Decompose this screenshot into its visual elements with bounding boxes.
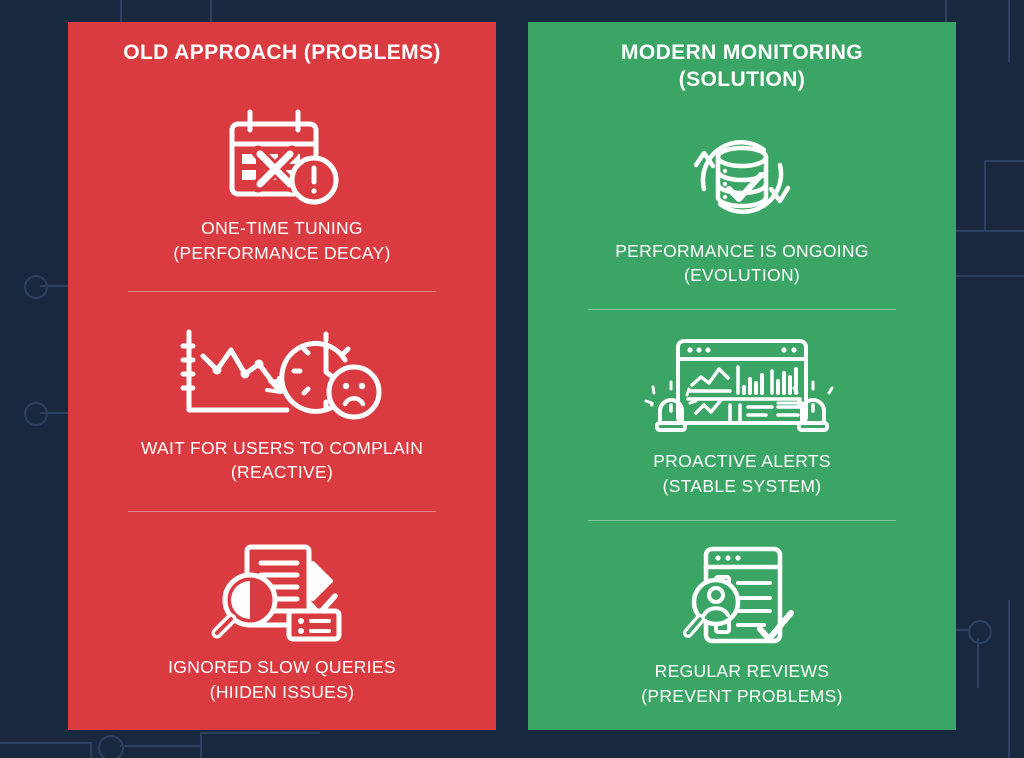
report-person-magnifier-check-icon — [682, 541, 802, 653]
list-item-headline: REGULAR REVIEWS — [654, 661, 830, 682]
panel-old-approach: OLD APPROACH (PROBLEMS) — [68, 22, 496, 730]
list-item-label: ONE-TIME TUNING (PERFORMANCE DECAY) — [173, 216, 390, 266]
list-item-label: PERFORMANCE IS ONGOING (EVOLUTION) — [615, 239, 869, 289]
divider — [588, 519, 896, 521]
list-item-headline: WAIT FOR USERS TO COMPLAIN — [140, 437, 424, 458]
list-item[interactable]: REGULAR REVIEWS (PREVENT PROBLEMS) — [550, 521, 934, 730]
document-magnifier-checklist-icon — [207, 537, 357, 649]
list-item-headline: PERFORMANCE IS ONGOING — [615, 240, 869, 261]
calendar-x-warning-icon — [222, 98, 342, 210]
list-item-headline: ONE-TIME TUNING — [201, 218, 363, 239]
declining-chart-clock-sad-face-icon — [177, 318, 387, 430]
divider — [588, 309, 896, 311]
list-item-label: PROACTIVE ALERTS (STABLE SYSTEM) — [653, 449, 831, 499]
database-refresh-check-icon — [684, 121, 800, 233]
list-item[interactable]: WAIT FOR USERS TO COMPLAIN (REACTIVE) — [90, 292, 474, 510]
list-item[interactable]: ONE-TIME TUNING (PERFORMANCE DECAY) — [90, 73, 474, 291]
list-item-label: IGNORED SLOW QUERIES (HIIDEN ISSUES) — [168, 655, 396, 705]
list-item-label: WAIT FOR USERS TO COMPLAIN (REACTIVE) — [141, 436, 423, 486]
list-item-subline: (PREVENT PROBLEMS) — [641, 686, 843, 707]
panel-title-old-approach: OLD APPROACH (PROBLEMS) — [123, 41, 441, 64]
list-item[interactable]: IGNORED SLOW QUERIES (HIIDEN ISSUES) — [90, 512, 474, 730]
list-item-subline: (PERFORMANCE DECAY) — [173, 243, 391, 264]
panel-modern-monitoring: MODERN MONITORING (SOLUTION) — [528, 22, 956, 730]
item-list-old-approach: ONE-TIME TUNING (PERFORMANCE DECAY) — [90, 73, 474, 730]
panel-title-line1: MODERN MONITORING — [620, 41, 864, 64]
item-list-modern-monitoring: PERFORMANCE IS ONGOING (EVOLUTION) — [550, 100, 934, 730]
list-item-subline: (STABLE SYSTEM) — [662, 475, 822, 496]
list-item-headline: PROACTIVE ALERTS — [653, 451, 831, 472]
list-item-subline: (HIIDEN ISSUES) — [209, 681, 355, 702]
list-item-subline: (REACTIVE) — [230, 462, 334, 483]
panel-title-modern-monitoring: MODERN MONITORING (SOLUTION) — [550, 40, 934, 94]
panel-title-line2: (SOLUTION) — [678, 67, 806, 91]
list-item-subline: (EVOLUTION) — [683, 265, 801, 286]
list-item-headline: IGNORED SLOW QUERIES — [168, 656, 396, 677]
list-item[interactable]: PERFORMANCE IS ONGOING (EVOLUTION) — [550, 100, 934, 309]
list-item-label: REGULAR REVIEWS (PREVENT PROBLEMS) — [641, 659, 843, 709]
divider — [128, 510, 436, 512]
dashboard-alarm-lights-icon — [644, 331, 834, 443]
list-item[interactable]: PROACTIVE ALERTS (STABLE SYSTEM) — [550, 310, 934, 519]
divider — [128, 291, 436, 293]
